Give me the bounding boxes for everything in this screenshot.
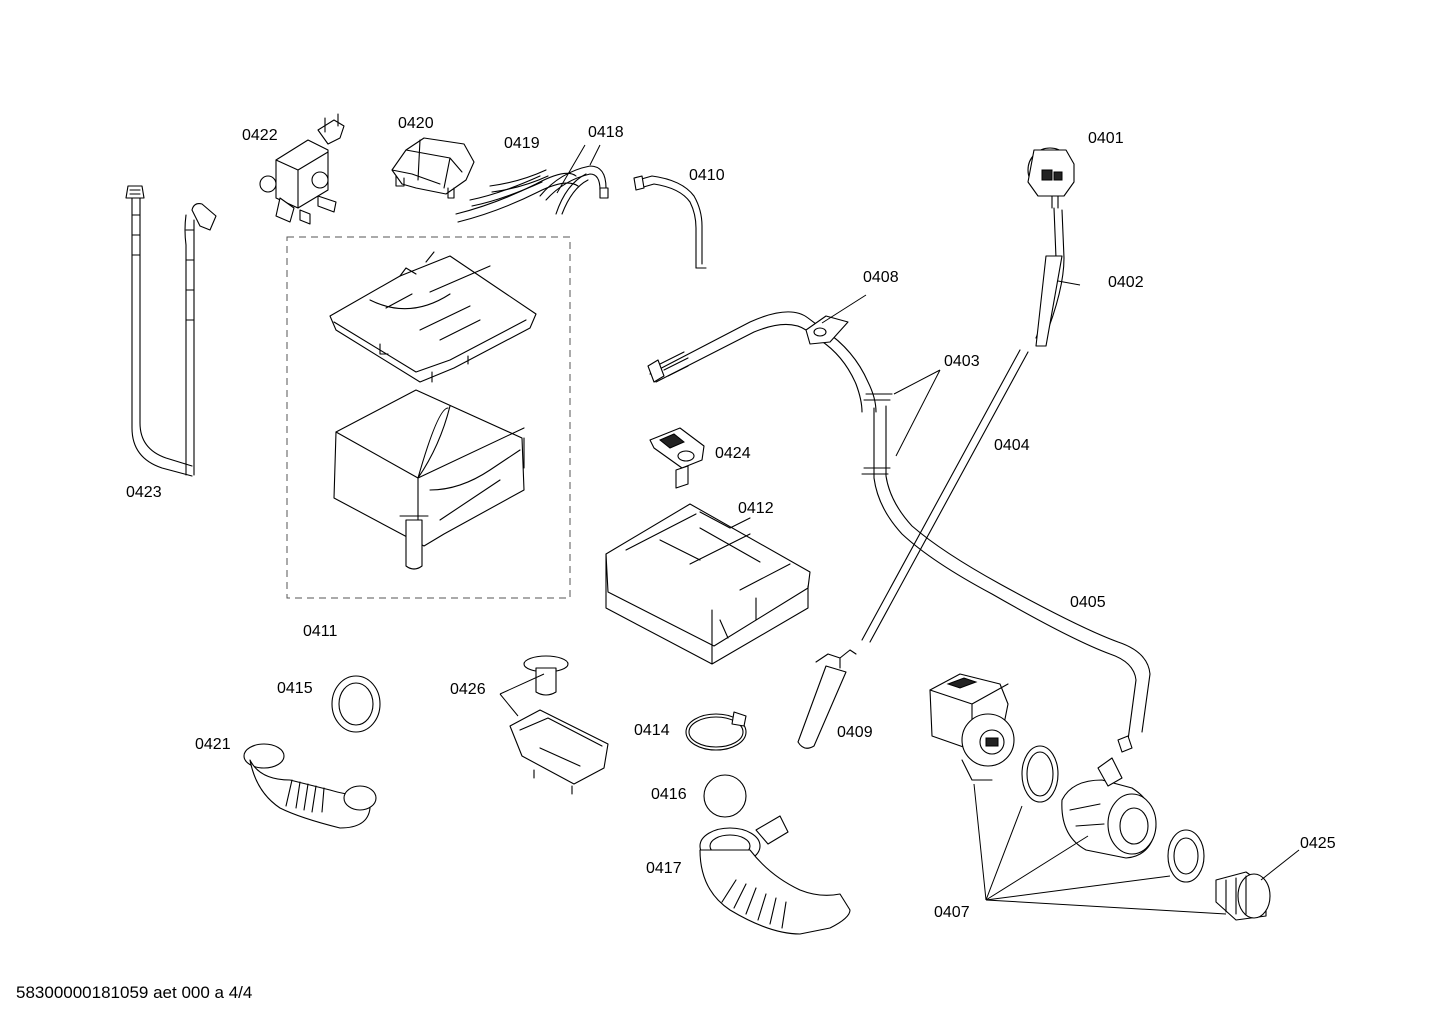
label-0415: 0415 [277, 680, 313, 697]
part-0418-hose[interactable] [539, 165, 609, 215]
part-0408-hose[interactable] [647, 311, 877, 413]
label-0417: 0417 [646, 860, 682, 877]
label-0422: 0422 [242, 127, 278, 144]
part-0407-pump-housing[interactable] [1061, 757, 1157, 859]
part-0412-detergent-drawer[interactable] [605, 503, 811, 665]
part-0421-bellows-hose[interactable] [243, 743, 377, 829]
label-0404: 0404 [994, 437, 1030, 454]
label-0425: 0425 [1300, 835, 1336, 852]
label-0410: 0410 [689, 167, 725, 184]
leader-0407 [973, 783, 1227, 915]
label-0407: 0407 [934, 904, 970, 921]
label-0419: 0419 [504, 135, 540, 152]
part-0420-bracket[interactable] [391, 137, 475, 199]
label-0402: 0402 [1108, 274, 1144, 291]
label-0414: 0414 [634, 722, 670, 739]
part-0401-pressure-switch[interactable] [1027, 147, 1075, 209]
part-0407-seal[interactable] [1021, 745, 1059, 803]
leader-lines [556, 144, 1300, 881]
label-0421: 0421 [195, 736, 231, 753]
drawing-number-footer: 58300000181059 aet 000 a 4/4 [16, 983, 252, 1002]
part-0415-ring[interactable] [331, 675, 381, 733]
part-0404-hose[interactable] [861, 349, 1029, 643]
label-0424: 0424 [715, 445, 751, 462]
part-0424-part[interactable] [649, 427, 705, 489]
label-0405: 0405 [1070, 594, 1106, 611]
part-0425-filter-cap[interactable] [1215, 871, 1271, 921]
part-0403-clamp[interactable] [861, 393, 893, 475]
label-0408: 0408 [863, 269, 899, 286]
label-0420: 0420 [398, 115, 434, 132]
part-0402-hose[interactable] [1035, 207, 1065, 347]
part-0407-ring[interactable] [1167, 829, 1205, 883]
part-0407-drain-pump[interactable] [929, 673, 1015, 781]
part-0409-filter[interactable] [797, 649, 857, 749]
label-0416: 0416 [651, 786, 687, 803]
part-0423-inlet-hose[interactable] [125, 185, 217, 477]
part-0411-detergent-box-assembly[interactable] [286, 236, 571, 599]
label-0403: 0403 [944, 353, 980, 370]
label-0401: 0401 [1088, 130, 1124, 147]
part-0414-clamp-ring[interactable] [685, 711, 747, 751]
part-0410-pipe[interactable] [633, 175, 707, 269]
label-0412: 0412 [738, 500, 774, 517]
part-0405-hose[interactable] [873, 405, 1151, 753]
part-0422-inlet-valve[interactable] [259, 113, 345, 225]
part-0417-sump-hose[interactable] [699, 815, 851, 935]
part-0426-part[interactable] [499, 655, 609, 795]
part-0416-ball[interactable] [703, 774, 747, 818]
label-0409: 0409 [837, 724, 873, 741]
label-0411: 0411 [303, 623, 338, 640]
label-0423: 0423 [126, 484, 162, 501]
label-0418: 0418 [588, 124, 624, 141]
label-0426: 0426 [450, 681, 486, 698]
